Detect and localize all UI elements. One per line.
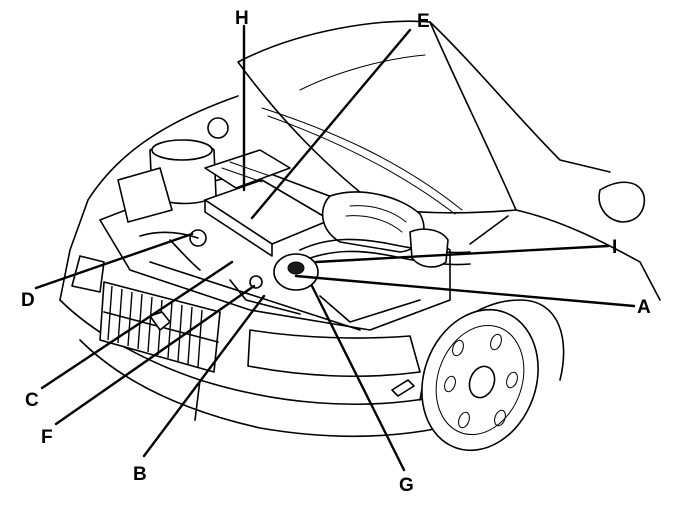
- hood-crease-1: [261, 107, 463, 211]
- dipstick-handle: [249, 275, 263, 289]
- car-body: [59, 20, 661, 452]
- hood-strut: [469, 215, 509, 245]
- reservoir-top: [151, 139, 213, 161]
- left-fender: [59, 199, 89, 301]
- strut-top-left: [207, 117, 229, 139]
- callout-i: I: [612, 237, 617, 258]
- callout-e: E: [417, 11, 430, 32]
- right-fender-top: [515, 209, 661, 301]
- side-marker: [391, 379, 415, 397]
- front-grille: [99, 281, 221, 373]
- radiator-top: [149, 261, 361, 331]
- grille-badge: [149, 311, 171, 331]
- leader-g: [310, 284, 406, 472]
- left-headlamp: [71, 255, 105, 293]
- callout-d: D: [21, 290, 35, 311]
- callout-c: C: [25, 390, 39, 411]
- callout-g: G: [399, 475, 414, 496]
- engine-cover-top: [204, 149, 291, 189]
- right-headlamp: [247, 329, 421, 378]
- windshield-edge: [429, 21, 611, 173]
- battery-box: [117, 167, 173, 223]
- side-mirror: [598, 181, 646, 223]
- front-bumper-bottom: [79, 339, 441, 438]
- bumper-seam: [194, 379, 201, 421]
- leader-lines: [34, 24, 636, 472]
- intake-manifold-side: [204, 199, 273, 257]
- callout-b: B: [133, 464, 147, 485]
- brake-fluid-reservoir: [409, 228, 449, 268]
- front-right-wheel: [419, 299, 565, 452]
- leader-i: [314, 244, 610, 264]
- leader-a: [294, 274, 636, 308]
- callout-h: H: [235, 8, 249, 29]
- callout-f: F: [41, 427, 53, 448]
- open-hood: [237, 20, 517, 214]
- hood-crease-2: [267, 115, 456, 215]
- callout-labels: H E I A D C F B G: [21, 8, 651, 496]
- hood-crease-3: [299, 54, 426, 91]
- engine-bay: [99, 117, 471, 331]
- leader-f: [54, 284, 256, 426]
- leader-b: [142, 294, 266, 458]
- leader-e: [250, 28, 412, 220]
- callout-a: A: [637, 297, 651, 318]
- leader-c: [40, 260, 234, 390]
- left-bay-edge: [87, 95, 239, 201]
- expansion-tank-cap: [287, 261, 305, 275]
- leader-d: [34, 232, 194, 290]
